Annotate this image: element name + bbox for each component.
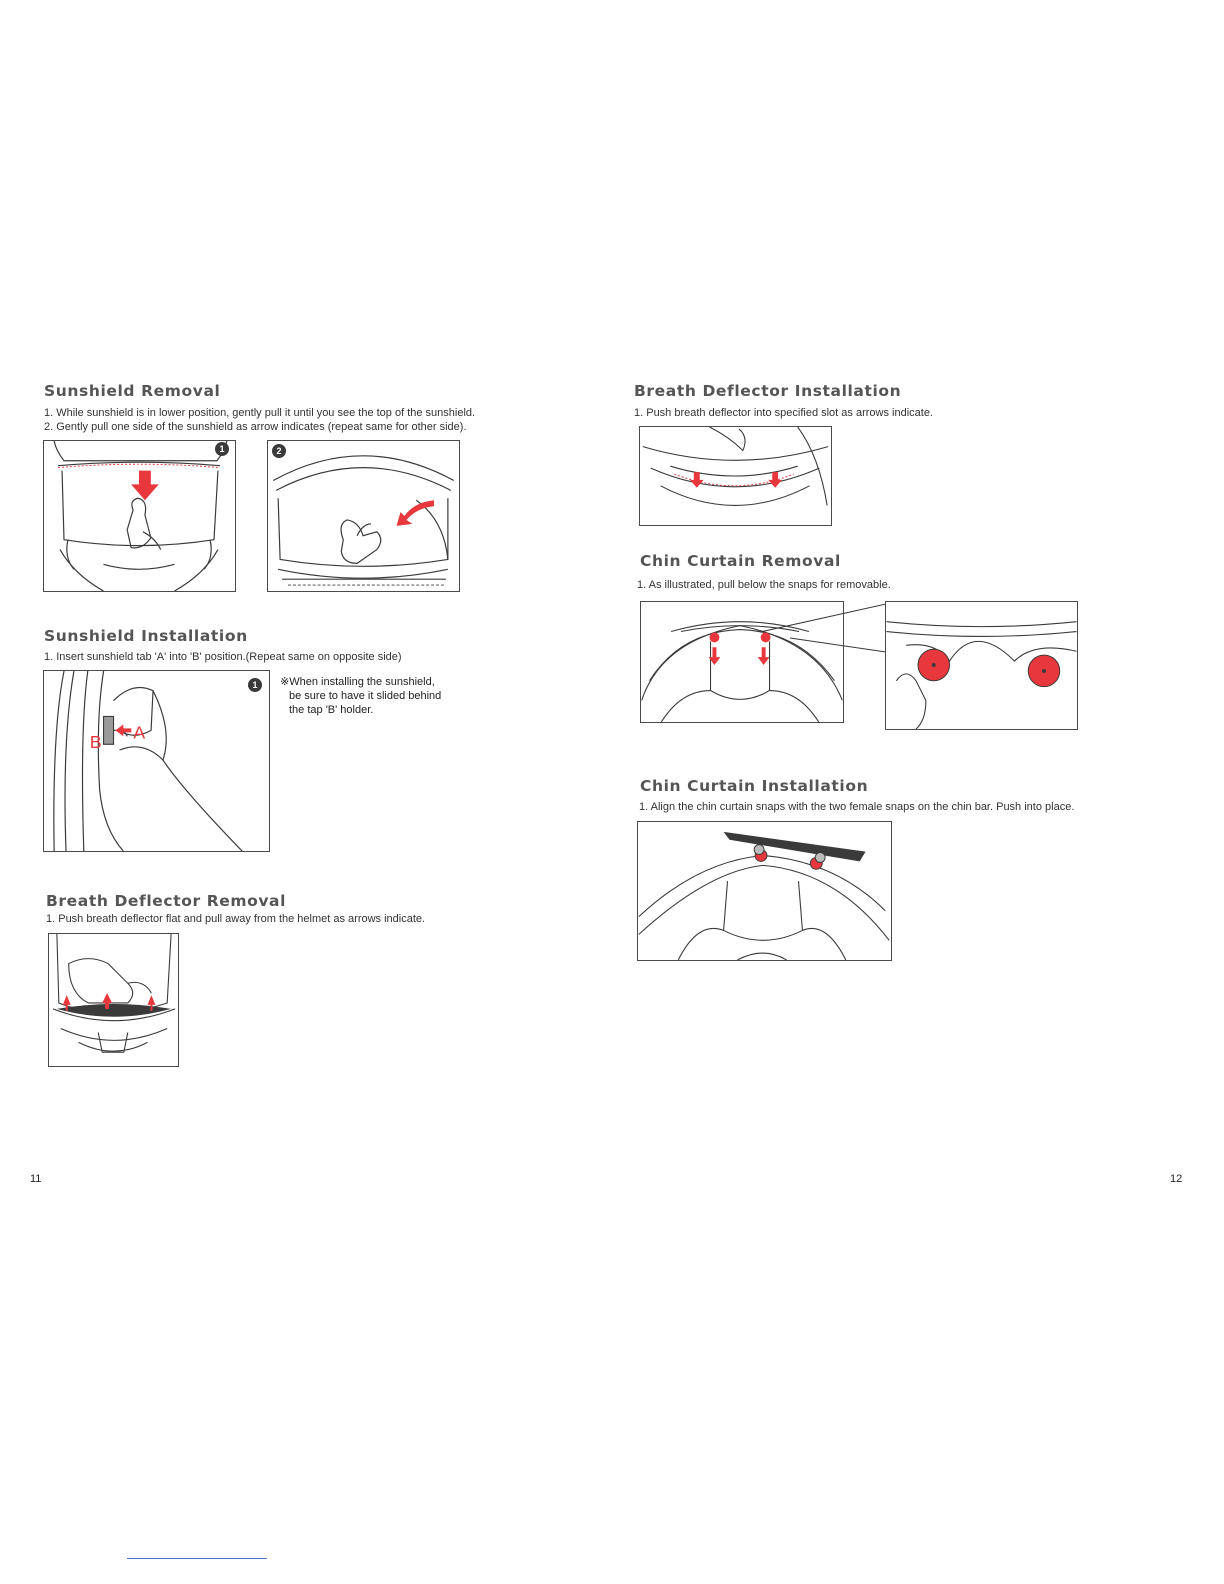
- chin-curtain-removal-figure-2: [885, 601, 1078, 730]
- page-number-left: 11: [30, 1173, 42, 1185]
- breath-deflector-removal-step-1: 1. Push breath deflector flat and pull a…: [46, 913, 426, 925]
- breath-deflector-push-illustration: [52, 934, 176, 1053]
- sunshield-tab-illustration: A B: [53, 671, 243, 851]
- chin-curtain-removal-title: Chin Curtain Removal: [640, 552, 841, 570]
- sunshield-removal-figure-1: [43, 440, 236, 592]
- sunshield-removal-step-1: 1. While sunshield is in lower position,…: [44, 407, 476, 419]
- zoom-callout-lines: [760, 603, 886, 653]
- sunshield-installation-title: Sunshield Installation: [44, 627, 248, 645]
- breath-deflector-removal-title: Breath Deflector Removal: [46, 892, 287, 910]
- chin-curtain-align-illustration: [638, 831, 890, 960]
- sunshield-removal-step-2: 2. Gently pull one side of the sunshield…: [44, 421, 467, 433]
- sunshield-side-pull-illustration: [272, 455, 455, 586]
- chin-curtain-pull-illustration: [641, 621, 843, 722]
- sunshield-removal-title: Sunshield Removal: [44, 382, 221, 400]
- down-arrow-icon: [131, 470, 159, 501]
- up-arrow-icon-2: [102, 993, 113, 1009]
- step-badge-install: 1: [248, 678, 262, 692]
- down-arrow-icon-right: [768, 472, 783, 488]
- breath-deflector-slot-illustration: [642, 427, 829, 506]
- label-a: A: [133, 722, 145, 742]
- curved-arrow-icon: [396, 500, 435, 526]
- breath-deflector-removal-figure: [48, 933, 179, 1067]
- up-arrow-icon-1: [62, 995, 71, 1011]
- chin-curtain-snap-detail-illustration: [886, 621, 1077, 729]
- step-badge-1: 1: [215, 442, 229, 456]
- sunshield-installation-step-1: 1. Insert sunshield tab 'A' into 'B' pos…: [44, 651, 402, 663]
- breath-deflector-installation-step-1: 1. Push breath deflector into specified …: [634, 407, 933, 419]
- left-arrow-icon: [115, 724, 132, 737]
- chin-curtain-installation-step-1: 1. Align the chin curtain snaps with the…: [639, 801, 1075, 813]
- sunshield-installation-figure: A B: [43, 670, 270, 852]
- down-arrow-icon-2: [757, 647, 770, 665]
- bottom-underline: [127, 1558, 267, 1559]
- breath-deflector-installation-figure: [639, 426, 832, 526]
- installation-note-line-3: the tap 'B' holder.: [289, 704, 374, 716]
- down-arrow-icon-1: [708, 647, 721, 665]
- sunshield-pull-down-illustration: [53, 441, 228, 591]
- installation-note-line-2: be sure to have it slided behind: [289, 690, 442, 702]
- sunshield-removal-figure-2: [267, 440, 460, 592]
- down-arrow-icon-left: [689, 472, 704, 488]
- label-b: B: [90, 732, 102, 752]
- chin-curtain-installation-figure: [637, 821, 892, 961]
- chin-curtain-installation-title: Chin Curtain Installation: [640, 777, 869, 795]
- breath-deflector-installation-title: Breath Deflector Installation: [634, 382, 902, 400]
- step-badge-2: 2: [272, 444, 286, 458]
- chin-curtain-removal-step-1: 1. As illustrated, pull below the snaps …: [637, 579, 891, 591]
- installation-note-line-1: ※When installing the sunshield,: [280, 676, 435, 688]
- up-arrow-icon-3: [147, 995, 156, 1011]
- page-number-right: 12: [1170, 1173, 1183, 1185]
